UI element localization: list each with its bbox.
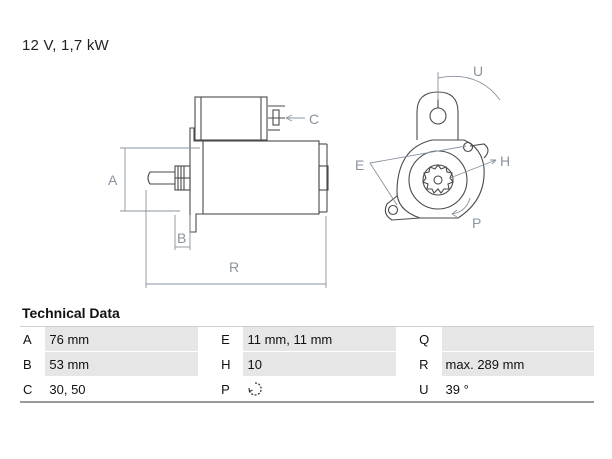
spec-value: max. 289 mm <box>441 351 594 377</box>
clockwise-rotation-icon <box>248 382 263 396</box>
spec-value <box>243 376 396 403</box>
label-R: R <box>229 259 239 275</box>
starter-motor-drawing: A B C R U E H P <box>108 63 510 288</box>
front-view <box>384 91 489 221</box>
spec-key: P <box>218 376 244 403</box>
label-E: E <box>355 157 364 173</box>
label-H: H <box>500 153 510 169</box>
table-row: C 30, 50 P U 39 ° <box>20 376 594 403</box>
technical-data-table: A 76 mm E 11 mm, 11 mm Q B 53 mm H 10 R … <box>20 326 594 403</box>
side-view-dimensions <box>120 114 327 288</box>
spec-key: R <box>416 351 442 377</box>
motor-housing <box>202 140 320 215</box>
spec-value: 39 ° <box>441 376 594 403</box>
spec-key: H <box>218 351 244 377</box>
label-U: U <box>473 63 483 79</box>
label-C: C <box>309 111 319 127</box>
product-headline: 12 V, 1,7 kW <box>22 37 109 54</box>
table-row: A 76 mm E 11 mm, 11 mm Q <box>20 326 594 352</box>
spec-value: 76 mm <box>45 326 198 352</box>
solenoid-body <box>194 96 268 141</box>
label-P: P <box>472 215 481 231</box>
spec-key: C <box>20 376 46 403</box>
side-view <box>147 96 329 233</box>
spec-key: B <box>20 351 46 377</box>
label-A: A <box>108 172 118 188</box>
spec-key: Q <box>416 326 442 352</box>
technical-data-title: Technical Data <box>22 305 120 321</box>
spec-value: 53 mm <box>45 351 198 377</box>
spec-key: E <box>218 326 244 352</box>
spec-value <box>441 326 594 352</box>
spec-key: U <box>416 376 442 403</box>
label-B: B <box>177 230 186 246</box>
spec-value: 10 <box>243 351 396 377</box>
table-row: B 53 mm H 10 R max. 289 mm <box>20 351 594 377</box>
spec-value: 11 mm, 11 mm <box>243 326 396 352</box>
pinion <box>174 165 191 191</box>
spec-value: 30, 50 <box>45 376 198 403</box>
front-view-dimensions <box>369 72 501 218</box>
spec-key: A <box>20 326 46 352</box>
